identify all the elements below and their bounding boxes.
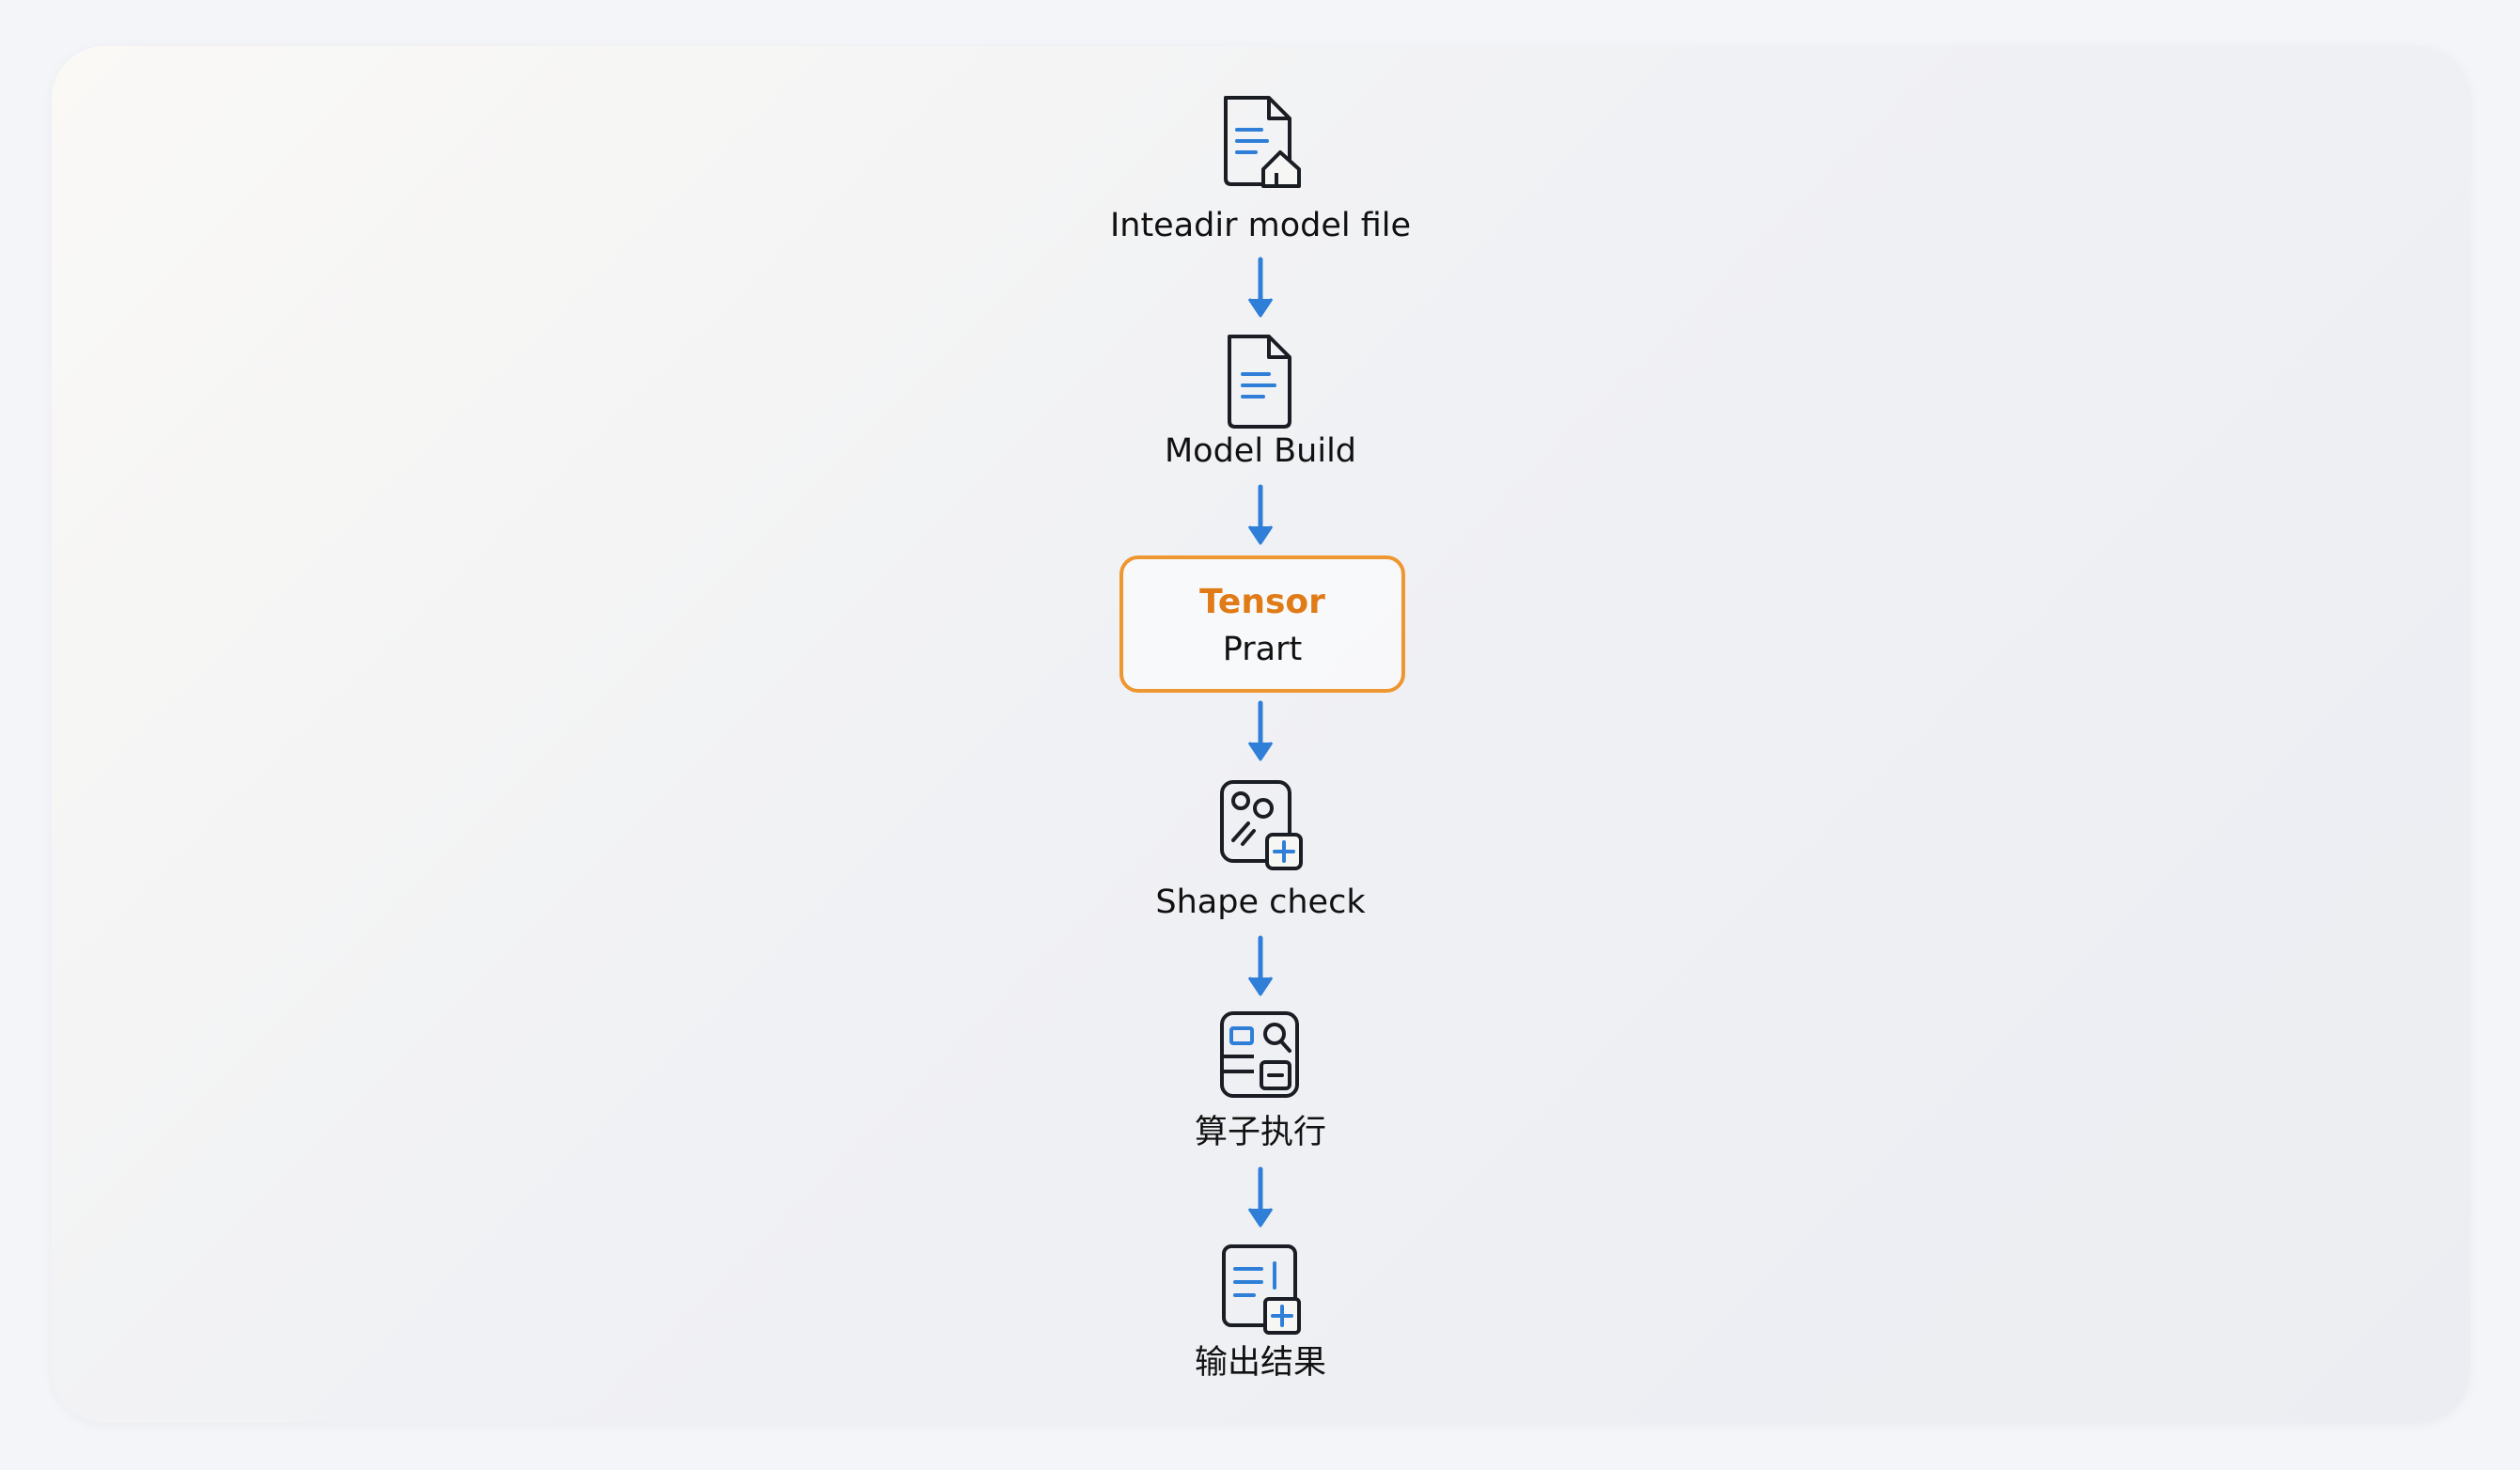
highlighted-step-title: Tensor <box>1123 582 1401 623</box>
arrow-down-icon <box>1242 1165 1279 1231</box>
step-label: Inteadir model file <box>978 205 1542 246</box>
arrow-down-icon <box>1242 934 1279 1000</box>
arrow-down-icon <box>1242 483 1279 549</box>
shape-check-icon <box>1209 776 1312 880</box>
document-icon <box>1209 331 1312 434</box>
step-label: Model Build <box>978 430 1542 472</box>
arrow-down-icon <box>1242 699 1279 765</box>
step-label: 输出结果 <box>978 1342 1542 1384</box>
document-upload-icon <box>1209 92 1312 195</box>
operator-execution-icon <box>1209 1008 1312 1111</box>
highlighted-step-box: Tensor Prart <box>1119 555 1405 693</box>
highlighted-step-subtitle: Prart <box>1123 629 1401 670</box>
output-result-icon <box>1209 1241 1312 1344</box>
arrow-down-icon <box>1242 256 1279 321</box>
step-label: 算子执行 <box>978 1112 1542 1153</box>
step-label: Shape check <box>978 882 1542 923</box>
